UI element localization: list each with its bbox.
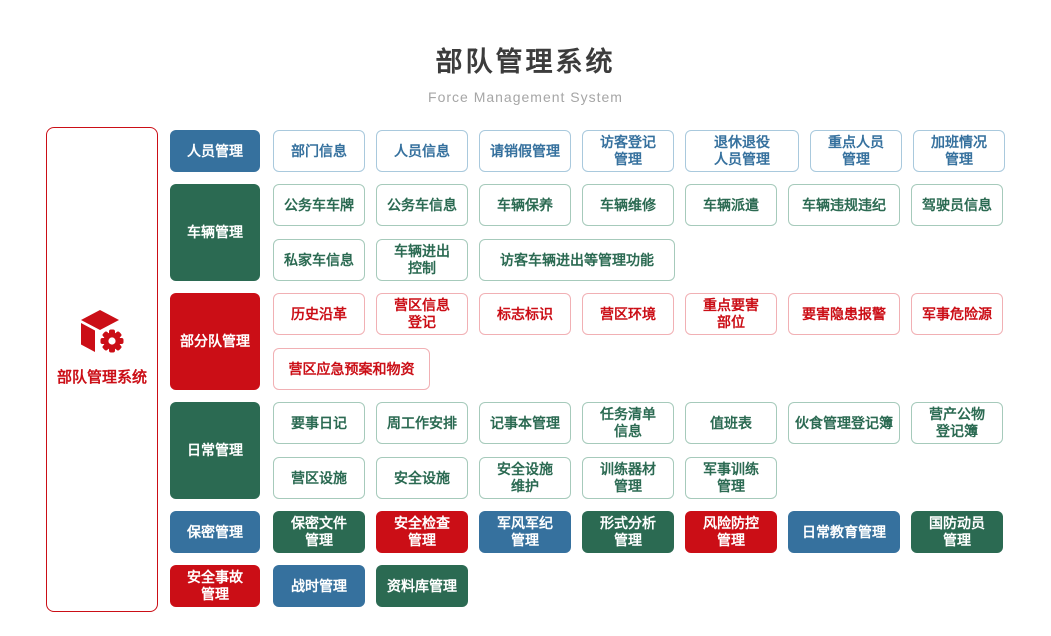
module-outline-box: 伙食管理登记簿 xyxy=(788,402,900,444)
page-title: 部队管理系统 xyxy=(435,47,616,77)
module-solid-box: 资料库管理 xyxy=(376,565,468,607)
row-lines: 部门信息人员信息请销假管理访客登记 管理退休退役 人员管理重点人员 管理加班情况… xyxy=(273,130,1005,172)
module-outline-box: 训练器材 管理 xyxy=(582,457,674,499)
module-solid-box: 国防动员 管理 xyxy=(911,511,1003,553)
module-outline-box: 访客车辆进出等管理功能 xyxy=(479,239,675,281)
module-solid-box: 战时管理 xyxy=(273,565,365,607)
module-outline-box: 记事本管理 xyxy=(479,402,571,444)
module-solid-box: 军风军纪 管理 xyxy=(479,511,571,553)
category-box-3: 部分队管理 xyxy=(170,293,260,390)
module-outline-box: 营区环境 xyxy=(582,293,674,335)
root-system-label: 部队管理系统 xyxy=(56,369,147,386)
module-outline-box: 安全设施 维护 xyxy=(479,457,571,499)
row-line: 历史沿革营区信息 登记标志标识营区环境重点要害 部位要害隐患报警军事危险源 xyxy=(273,293,1003,335)
row-2: 车辆管理公务车车牌公务车信息车辆保养车辆维修车辆派遣车辆违规违纪驾驶员信息私家车… xyxy=(170,184,1005,281)
category-box-6: 安全事故 管理 xyxy=(170,565,260,607)
row-line: 保密文件 管理安全检查 管理军风军纪 管理形式分析 管理风险防控 管理日常教育管… xyxy=(273,511,1003,553)
row-4: 日常管理要事日记周工作安排记事本管理任务清单 信息值班表伙食管理登记簿营产公物 … xyxy=(170,402,1005,499)
module-outline-box: 历史沿革 xyxy=(273,293,365,335)
module-outline-box: 营区应急预案和物资 xyxy=(273,348,430,390)
row-lines: 战时管理资料库管理 xyxy=(273,565,468,607)
row-lines: 要事日记周工作安排记事本管理任务清单 信息值班表伙食管理登记簿营产公物 登记簿营… xyxy=(273,402,1003,499)
module-outline-box: 驾驶员信息 xyxy=(911,184,1003,226)
row-line: 营区设施安全设施安全设施 维护训练器材 管理军事训练 管理 xyxy=(273,457,1003,499)
module-outline-box: 私家车信息 xyxy=(273,239,365,281)
module-outline-box: 请销假管理 xyxy=(479,130,571,172)
module-outline-box: 人员信息 xyxy=(376,130,468,172)
module-solid-box: 保密文件 管理 xyxy=(273,511,365,553)
page-subtitle: Force Management System xyxy=(428,89,623,105)
module-outline-box: 加班情况 管理 xyxy=(913,130,1005,172)
row-line: 营区应急预案和物资 xyxy=(273,348,1003,390)
cube-gear-icon xyxy=(80,310,126,355)
module-outline-box: 值班表 xyxy=(685,402,777,444)
module-outline-box: 重点要害 部位 xyxy=(685,293,777,335)
module-outline-box: 公务车车牌 xyxy=(273,184,365,226)
row-lines: 公务车车牌公务车信息车辆保养车辆维修车辆派遣车辆违规违纪驾驶员信息私家车信息车辆… xyxy=(273,184,1003,281)
module-outline-box: 要事日记 xyxy=(273,402,365,444)
category-box-1: 人员管理 xyxy=(170,130,260,172)
module-outline-box: 安全设施 xyxy=(376,457,468,499)
module-outline-box: 军事危险源 xyxy=(911,293,1003,335)
module-outline-box: 重点人员 管理 xyxy=(810,130,902,172)
module-outline-box: 车辆派遣 xyxy=(685,184,777,226)
module-outline-box: 公务车信息 xyxy=(376,184,468,226)
module-outline-box: 车辆违规违纪 xyxy=(788,184,900,226)
diagram: 部队管理系统 人员管理部门信息人员信息请销假管理访客登记 管理退休退役 人员管理… xyxy=(46,127,1005,612)
page-header: 部队管理系统 Force Management System xyxy=(0,40,1051,105)
row-lines: 历史沿革营区信息 登记标志标识营区环境重点要害 部位要害隐患报警军事危险源营区应… xyxy=(273,293,1003,390)
row-line: 部门信息人员信息请销假管理访客登记 管理退休退役 人员管理重点人员 管理加班情况… xyxy=(273,130,1005,172)
root-system-content: 部队管理系统 xyxy=(57,308,147,387)
module-outline-box: 访客登记 管理 xyxy=(582,130,674,172)
row-line: 公务车车牌公务车信息车辆保养车辆维修车辆派遣车辆违规违纪驾驶员信息 xyxy=(273,184,1003,226)
module-outline-box: 周工作安排 xyxy=(376,402,468,444)
row-line: 战时管理资料库管理 xyxy=(273,565,468,607)
module-outline-box: 营区信息 登记 xyxy=(376,293,468,335)
module-outline-box: 退休退役 人员管理 xyxy=(685,130,799,172)
module-solid-box: 风险防控 管理 xyxy=(685,511,777,553)
module-rows: 人员管理部门信息人员信息请销假管理访客登记 管理退休退役 人员管理重点人员 管理… xyxy=(170,130,1005,607)
module-solid-box: 安全检查 管理 xyxy=(376,511,468,553)
module-outline-box: 营区设施 xyxy=(273,457,365,499)
row-6: 安全事故 管理战时管理资料库管理 xyxy=(170,565,1005,607)
row-5: 保密管理保密文件 管理安全检查 管理军风军纪 管理形式分析 管理风险防控 管理日… xyxy=(170,511,1005,553)
row-1: 人员管理部门信息人员信息请销假管理访客登记 管理退休退役 人员管理重点人员 管理… xyxy=(170,130,1005,172)
category-box-5: 保密管理 xyxy=(170,511,260,553)
module-outline-box: 军事训练 管理 xyxy=(685,457,777,499)
module-outline-box: 车辆进出 控制 xyxy=(376,239,468,281)
row-line: 要事日记周工作安排记事本管理任务清单 信息值班表伙食管理登记簿营产公物 登记簿 xyxy=(273,402,1003,444)
module-outline-box: 部门信息 xyxy=(273,130,365,172)
row-3: 部分队管理历史沿革营区信息 登记标志标识营区环境重点要害 部位要害隐患报警军事危… xyxy=(170,293,1005,390)
root-system-panel: 部队管理系统 xyxy=(46,127,158,612)
category-box-2: 车辆管理 xyxy=(170,184,260,281)
module-outline-box: 标志标识 xyxy=(479,293,571,335)
module-outline-box: 任务清单 信息 xyxy=(582,402,674,444)
row-lines: 保密文件 管理安全检查 管理军风军纪 管理形式分析 管理风险防控 管理日常教育管… xyxy=(273,511,1003,553)
module-solid-box: 形式分析 管理 xyxy=(582,511,674,553)
module-outline-box: 营产公物 登记簿 xyxy=(911,402,1003,444)
module-solid-box: 日常教育管理 xyxy=(788,511,900,553)
module-outline-box: 要害隐患报警 xyxy=(788,293,900,335)
row-line: 私家车信息车辆进出 控制访客车辆进出等管理功能 xyxy=(273,239,1003,281)
category-box-4: 日常管理 xyxy=(170,402,260,499)
module-outline-box: 车辆保养 xyxy=(479,184,571,226)
module-outline-box: 车辆维修 xyxy=(582,184,674,226)
